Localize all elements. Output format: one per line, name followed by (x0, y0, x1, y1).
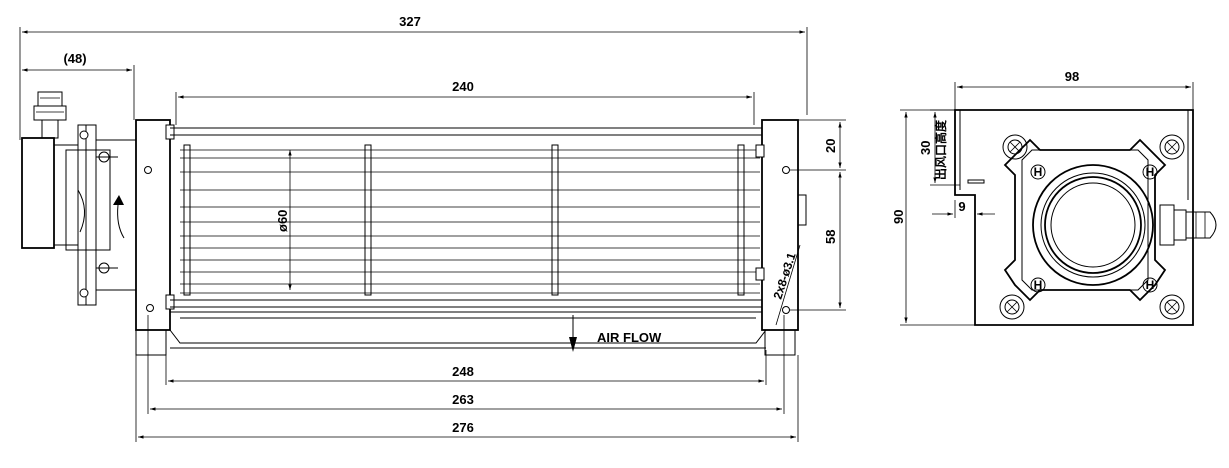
dim-98-label: 98 (1065, 69, 1079, 84)
front-view: 327 (48) 240 (19, 14, 846, 442)
dim-263-label: 263 (452, 392, 474, 407)
dim-holes-label: 2x8-ø3.1 (771, 251, 799, 301)
left-end-plate (135, 119, 175, 356)
side-flange: H H H H (999, 134, 1185, 320)
dim-48-label: (48) (63, 51, 86, 66)
dim-20-label: 20 (823, 139, 838, 153)
screw-h-3: H (1034, 278, 1043, 292)
right-end-plate: 20 58 2x8-ø3.1 (755, 119, 846, 356)
dim-9-label: 9 (958, 199, 965, 214)
side-housing: 30 出风口高度 9 (918, 109, 1194, 326)
impeller: ø60 (170, 127, 762, 308)
side-view: 98 90 30 出风口高度 9 (891, 69, 1217, 326)
dim-58-label: 58 (823, 230, 838, 244)
screw-h-2: H (1146, 165, 1155, 179)
dim-240-label: 240 (452, 79, 474, 94)
outlet-plate: AIR FLOW (169, 311, 767, 352)
dim-side-height: 90 (891, 109, 975, 326)
side-motor-bell (1032, 164, 1154, 286)
dim-overall: 327 (19, 14, 808, 140)
airflow-label: AIR FLOW (597, 330, 662, 345)
screw-h-1: H (1034, 165, 1043, 179)
dim-90-label: 90 (891, 210, 906, 224)
dim-30-label: 30 (918, 141, 933, 155)
dim-diameter-label: ø60 (275, 210, 290, 232)
screw-h-4: H (1146, 278, 1155, 292)
side-cable-gland (1159, 204, 1217, 246)
dim-side-width: 98 (954, 69, 1194, 110)
dim-276-label: 276 (452, 420, 474, 435)
motor-housing (21, 91, 136, 306)
outlet-height-label: 出风口高度 (933, 119, 948, 180)
dim-327-label: 327 (399, 14, 421, 29)
dim-impeller: 240 (175, 79, 755, 125)
dim-bottom: 248 263 276 (135, 315, 799, 442)
dim-248-label: 248 (452, 364, 474, 379)
dim-motor: (48) (22, 51, 135, 120)
